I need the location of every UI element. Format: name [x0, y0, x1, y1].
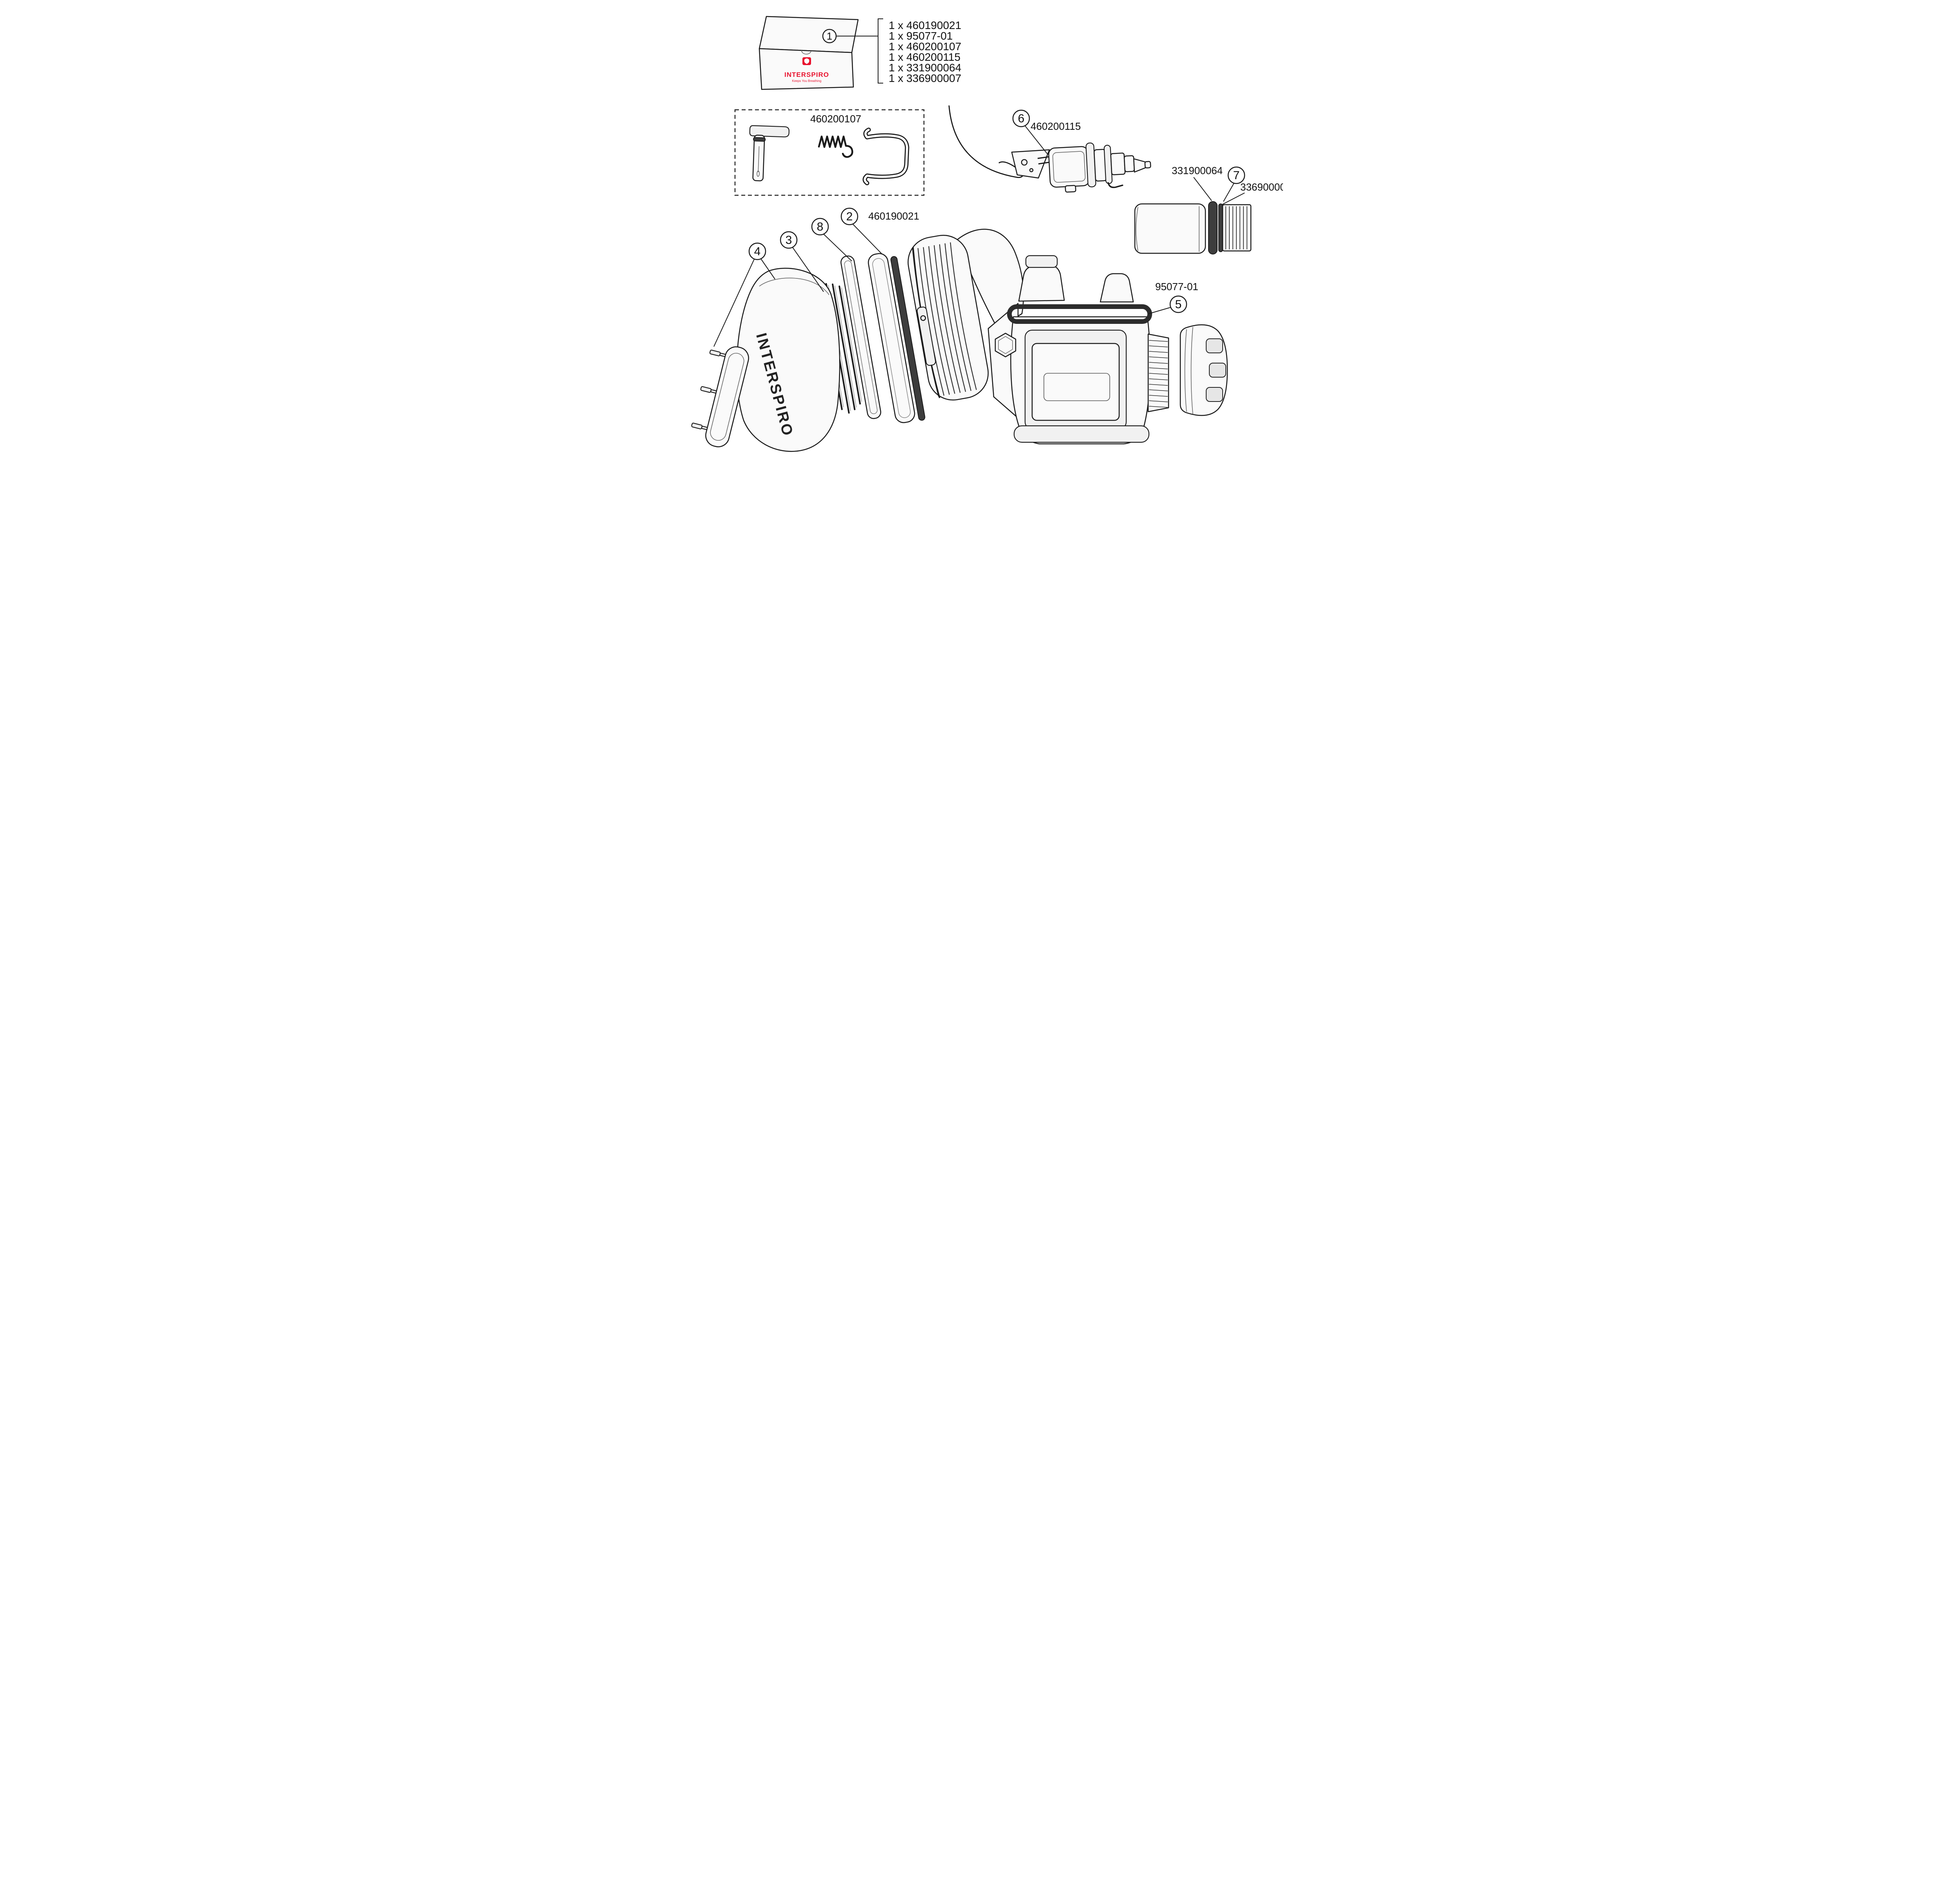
thread-lines	[1225, 206, 1247, 249]
housing-assembly	[956, 229, 1169, 445]
plate-pins	[691, 349, 726, 430]
svg-text:1: 1	[827, 30, 832, 42]
plunger-part	[749, 125, 789, 182]
cap-slot	[1206, 338, 1223, 353]
shipping-box: INTERSPIRO Keeps You Breathing	[759, 16, 859, 90]
threaded-neck	[1147, 333, 1169, 412]
parts-list: 1 x 460190021 1 x 95077-01 1 x 460200107…	[889, 19, 961, 84]
box-front-face	[759, 48, 854, 90]
tower-cap	[1025, 255, 1058, 268]
fitting-body-label: 336900007	[1240, 181, 1283, 193]
fitting-oring-label: 331900064	[1172, 165, 1223, 176]
parts-list-item: 1 x 331900064	[889, 62, 961, 74]
parts-diagram: INTERSPIRO Keeps You Breathing 460200107	[677, 0, 1283, 453]
valve-label: 460200115	[1031, 120, 1081, 132]
fitting-threads	[1222, 204, 1252, 252]
seal-strip	[867, 253, 926, 423]
valve-clip	[1107, 182, 1123, 188]
clamp-inner	[1031, 343, 1120, 421]
inlet-fitting	[1134, 201, 1252, 254]
valve-wire	[948, 105, 1024, 178]
bellows-latch	[916, 306, 936, 366]
kit-contents-label: 460200107	[810, 113, 861, 125]
callout-8: 8	[811, 218, 852, 262]
clamp-window	[1044, 373, 1110, 401]
lever-pivot	[1021, 159, 1028, 166]
callout-1: 1	[822, 18, 883, 84]
seal-label: 460190021	[868, 210, 919, 222]
box-notch	[801, 50, 811, 55]
kit-contents-box: 460200107	[734, 109, 925, 196]
brand-name: INTERSPIRO	[784, 71, 829, 78]
svg-text:8: 8	[817, 220, 824, 233]
svg-text:3: 3	[786, 234, 792, 247]
bellows	[907, 234, 989, 401]
plunger-handle	[749, 125, 789, 138]
top-tower	[1018, 264, 1065, 302]
valve-assembly	[948, 105, 1151, 193]
parts-list-item: 1 x 460200107	[889, 40, 961, 53]
valve-nozzle	[1133, 158, 1147, 173]
diagram-stage: INTERSPIRO Keeps You Breathing 460200107	[677, 0, 1283, 453]
parts-list-bracket	[878, 18, 883, 84]
parts-list-item: 1 x 95077-01	[889, 30, 953, 42]
callout-7: 331900064 7 336900007	[1172, 165, 1283, 205]
parts-list-item: 1 x 336900007	[889, 72, 961, 84]
svg-text:6: 6	[1018, 112, 1025, 125]
fitting-thin-ring	[1218, 203, 1223, 252]
valve-lever	[1011, 149, 1050, 179]
interspiro-logo: INTERSPIRO Keeps You Breathing	[784, 57, 829, 83]
spring-part	[818, 135, 853, 158]
mask-icon	[804, 58, 809, 64]
front-cover: INTERSPIRO	[736, 267, 840, 452]
bottom-lip	[1013, 425, 1150, 443]
fitting-body	[1134, 203, 1206, 254]
neck-thread-lines	[1149, 340, 1168, 408]
housing-oring-label: 95077-01	[1155, 281, 1198, 293]
callout-5: 95077-01 5	[1149, 281, 1198, 314]
end-cap	[1180, 324, 1228, 416]
svg-text:2: 2	[846, 210, 853, 223]
seal-dark-edge	[890, 256, 926, 421]
dashed-border	[734, 109, 925, 196]
right-riser	[1100, 273, 1134, 303]
clip-part	[862, 127, 909, 185]
fitting-oring	[1208, 201, 1218, 254]
valve-body	[1048, 142, 1151, 193]
hex-nut	[995, 332, 1016, 358]
callout-3: 3	[780, 231, 824, 292]
callout-2: 2 460190021	[840, 207, 919, 254]
callout-4: 4	[713, 242, 775, 347]
svg-text:4: 4	[754, 245, 761, 258]
plunger-oring	[753, 137, 766, 142]
cover-plate	[691, 346, 749, 447]
svg-text:7: 7	[1233, 169, 1240, 182]
parts-list-item: 1 x 460190021	[889, 19, 961, 31]
cap-slot	[1206, 387, 1223, 402]
housing-oring	[1007, 304, 1152, 324]
box-top-face	[759, 16, 859, 53]
parts-list-item: 1 x 460200115	[889, 51, 960, 63]
callout-6: 6 460200115	[1012, 109, 1081, 155]
svg-text:5: 5	[1175, 298, 1182, 311]
cap-slot	[1209, 363, 1226, 378]
brand-tagline: Keeps You Breathing	[792, 79, 822, 83]
